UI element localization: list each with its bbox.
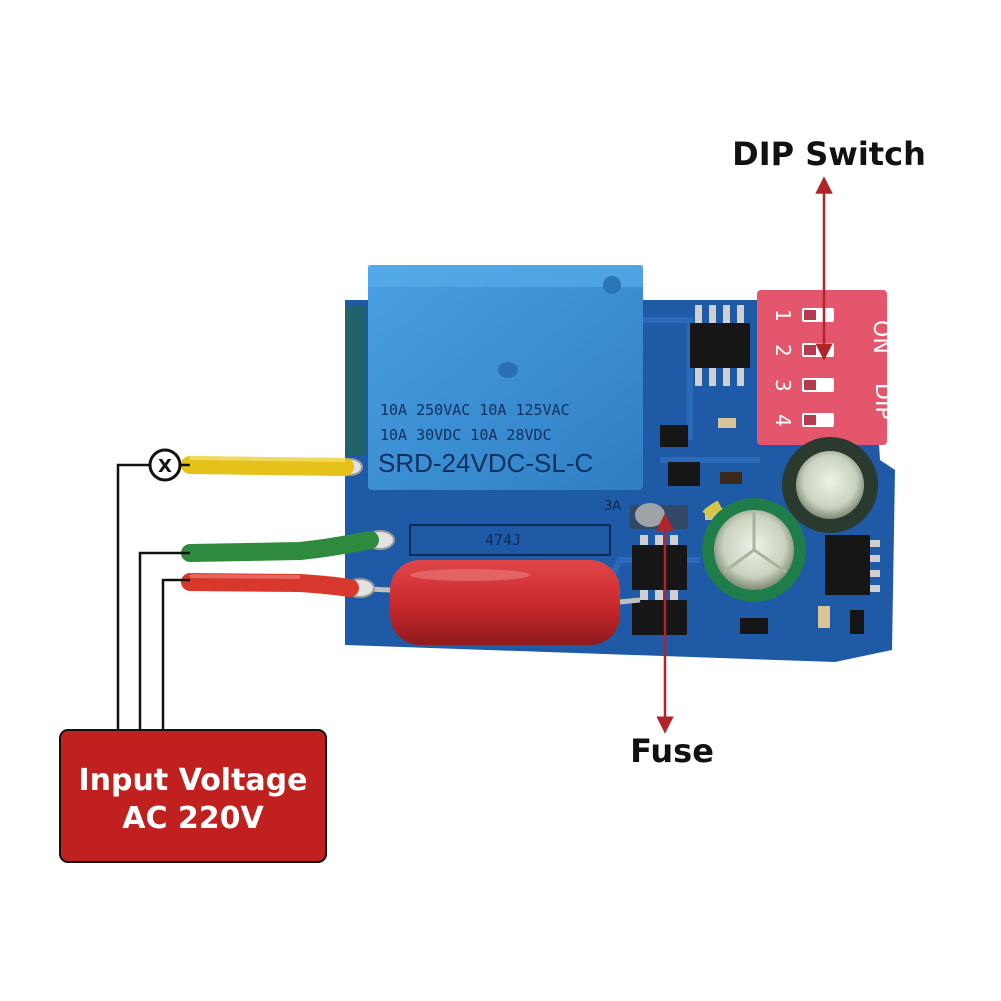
wire-green (181, 531, 379, 562)
dip-number-1: 1 (771, 309, 795, 322)
ic-chip (690, 305, 750, 386)
dip-on-text: ON (868, 320, 893, 354)
fuse-code: 3A (604, 499, 621, 514)
relay-rating-1: 10A 250VAC 10A 125VAC (380, 401, 570, 419)
relay-model: SRD-24VDC-SL-C (378, 448, 593, 478)
wire-red (181, 573, 359, 597)
load-symbol-text: X (158, 456, 172, 477)
input-voltage-line1: Input Voltage (78, 763, 307, 798)
input-voltage-box: Input Voltage AC 220V (59, 729, 327, 863)
dip-number-2: 2 (771, 344, 795, 357)
dip-number-4: 4 (771, 414, 795, 427)
wire-yellow (181, 456, 354, 476)
load-lamp-icon: X (148, 448, 182, 482)
film-capacitor: 474J (343, 524, 641, 645)
wires (181, 456, 379, 597)
relay-rating-2: 10A 30VDC 10A 28VDC (380, 426, 552, 444)
fuse-label: Fuse (630, 732, 714, 770)
electrolytic-capacitor-large (702, 498, 806, 602)
dip-switch-label: DIP Switch (732, 135, 926, 173)
dip-switch: 1 2 3 4 ON DIP (757, 290, 895, 445)
dip-number-3: 3 (771, 379, 795, 392)
schematic-lines (116, 463, 190, 730)
relay: 10A 250VAC 10A 125VAC 10A 30VDC 10A 28VD… (368, 265, 643, 490)
electrolytic-capacitor-small (782, 437, 878, 533)
input-voltage-line2: AC 220V (122, 801, 264, 836)
dip-label-text: DIP (870, 383, 895, 420)
capacitor-code: 474J (485, 531, 521, 549)
